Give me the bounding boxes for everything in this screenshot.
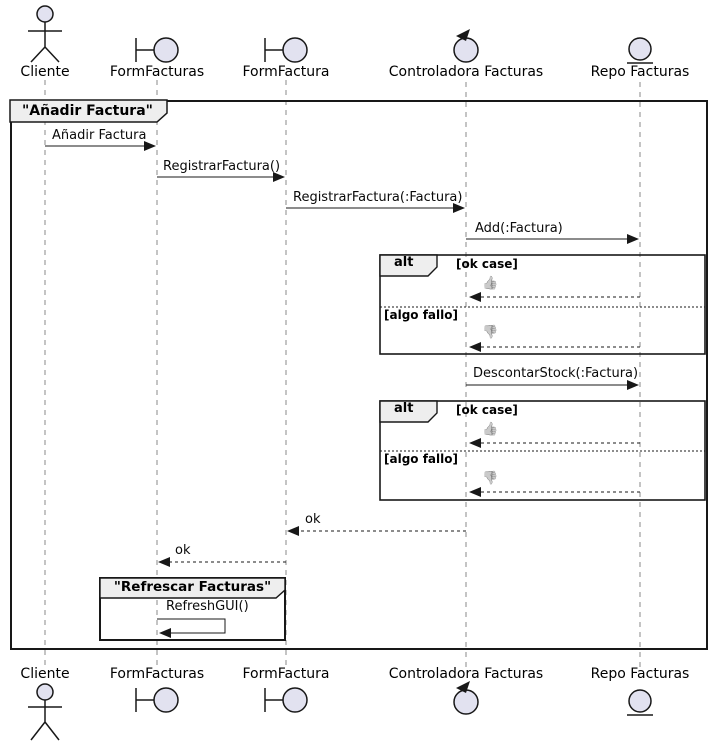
lifelines [44, 80, 641, 667]
participant-label-formfacturas: FormFacturas [109, 64, 205, 80]
participant-label-formfacturas-bottom: FormFacturas [109, 666, 205, 682]
alt-guard-fail-2: [algo fallo] [384, 452, 458, 466]
alt-guard-ok-2: [ok case] [456, 403, 518, 417]
participant-label-cliente-bottom: Cliente [20, 666, 70, 682]
actor-icon [28, 5, 62, 63]
participant-label-controladora: Controladora Facturas [388, 64, 544, 80]
message-label-registrar-param: RegistrarFactura(:Factura) [293, 190, 463, 205]
participant-label-repo: Repo Facturas [590, 64, 690, 80]
thumbs-down-icon: 👎 [482, 325, 499, 340]
control-icon [453, 681, 479, 715]
boundary-icon [135, 687, 179, 713]
alt-pentagon-1 [379, 254, 438, 277]
alt-fragment-1 [379, 254, 706, 355]
message-label-registrar: RegistrarFactura() [163, 159, 281, 174]
return-arrows [158, 292, 640, 567]
message-label-descontar: DescontarStock(:Factura) [473, 366, 639, 381]
message-label-anadir: Añadir Factura [52, 128, 147, 143]
self-message-arrow [157, 618, 226, 638]
message-label-ok-2: ok [175, 543, 191, 558]
alt-guard-fail-1: [algo fallo] [384, 308, 458, 322]
alt-operator-2: alt [394, 401, 414, 416]
group-header [99, 577, 286, 599]
frame-title: "Añadir Factura" [22, 103, 153, 119]
participant-icons-bottom [28, 681, 653, 741]
thumbs-up-icon: 👍 [482, 422, 499, 437]
entity-icon [627, 689, 653, 716]
participant-label-cliente: Cliente [20, 64, 70, 80]
participant-label-controladora-bottom: Controladora Facturas [388, 666, 544, 682]
boundary-icon [264, 687, 308, 713]
control-icon [453, 29, 479, 63]
thumbs-up-icon: 👍 [482, 276, 499, 291]
message-label-add: Add(:Factura) [475, 221, 563, 236]
call-arrows [45, 141, 639, 390]
participant-icons-top [28, 5, 653, 64]
thumbs-down-icon: 👎 [482, 471, 499, 486]
frame-title-tab [9, 99, 168, 123]
participant-label-formfactura: FormFactura [242, 64, 330, 80]
boundary-icon [135, 37, 179, 63]
alt-pentagon-2 [379, 400, 438, 423]
alt-guard-ok-1: [ok case] [456, 257, 518, 271]
frame-border [10, 100, 708, 650]
message-label-refresh: RefreshGUI() [166, 599, 249, 614]
entity-icon [627, 37, 653, 64]
boundary-icon [264, 37, 308, 63]
group-title: "Refrescar Facturas" [113, 579, 272, 595]
alt-operator-1: alt [394, 255, 414, 270]
participant-label-repo-bottom: Repo Facturas [590, 666, 690, 682]
actor-icon [28, 683, 62, 741]
message-label-ok-1: ok [305, 512, 321, 527]
participant-label-formfactura-bottom: FormFactura [242, 666, 330, 682]
